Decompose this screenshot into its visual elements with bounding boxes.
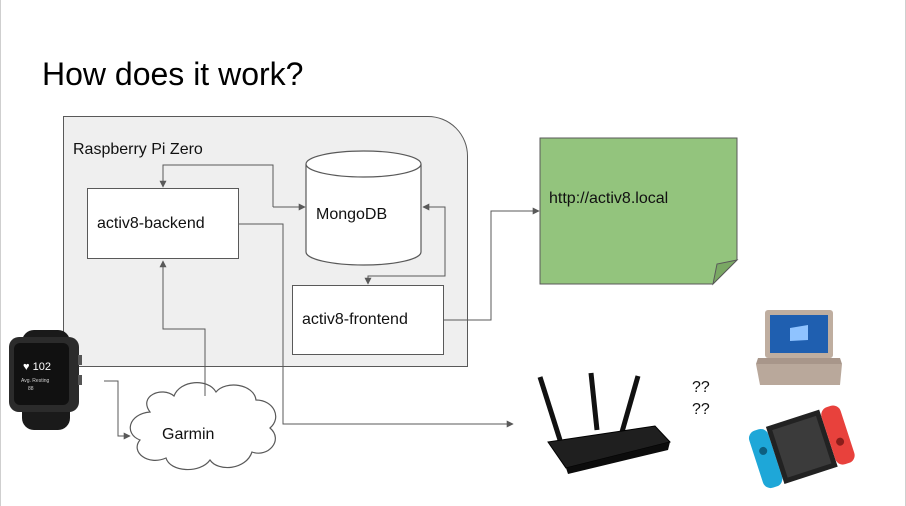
unknown-devices-label: ?? ?? [692, 377, 710, 421]
laptop-image [756, 310, 842, 385]
garmin-label: Garmin [162, 426, 215, 443]
mongodb-label: MongoDB [316, 206, 388, 223]
web-note-fold [712, 259, 739, 286]
svg-text:♥ 102: ♥ 102 [23, 361, 51, 373]
svg-text:Avg. Resting: Avg. Resting [21, 378, 49, 384]
frontend-box: activ8-frontend [292, 285, 444, 355]
slide-border-left [0, 0, 1, 506]
unknown-line-1: ?? [692, 379, 710, 396]
backend-label: activ8-backend [97, 214, 205, 232]
web-note-label: http://activ8.local [549, 190, 669, 207]
frontend-label: activ8-frontend [302, 311, 408, 328]
unknown-line-2: ?? [692, 401, 710, 418]
web-note-shape [539, 137, 738, 285]
arrow-watch-to-garmin [104, 380, 131, 440]
slide-title: How does it work? [42, 56, 304, 92]
svg-text:88: 88 [28, 386, 34, 392]
switch-image [748, 405, 855, 489]
backend-box: activ8-backend [87, 188, 239, 259]
router-image [537, 372, 671, 474]
raspberry-pi-label: Raspberry Pi Zero [73, 141, 203, 158]
